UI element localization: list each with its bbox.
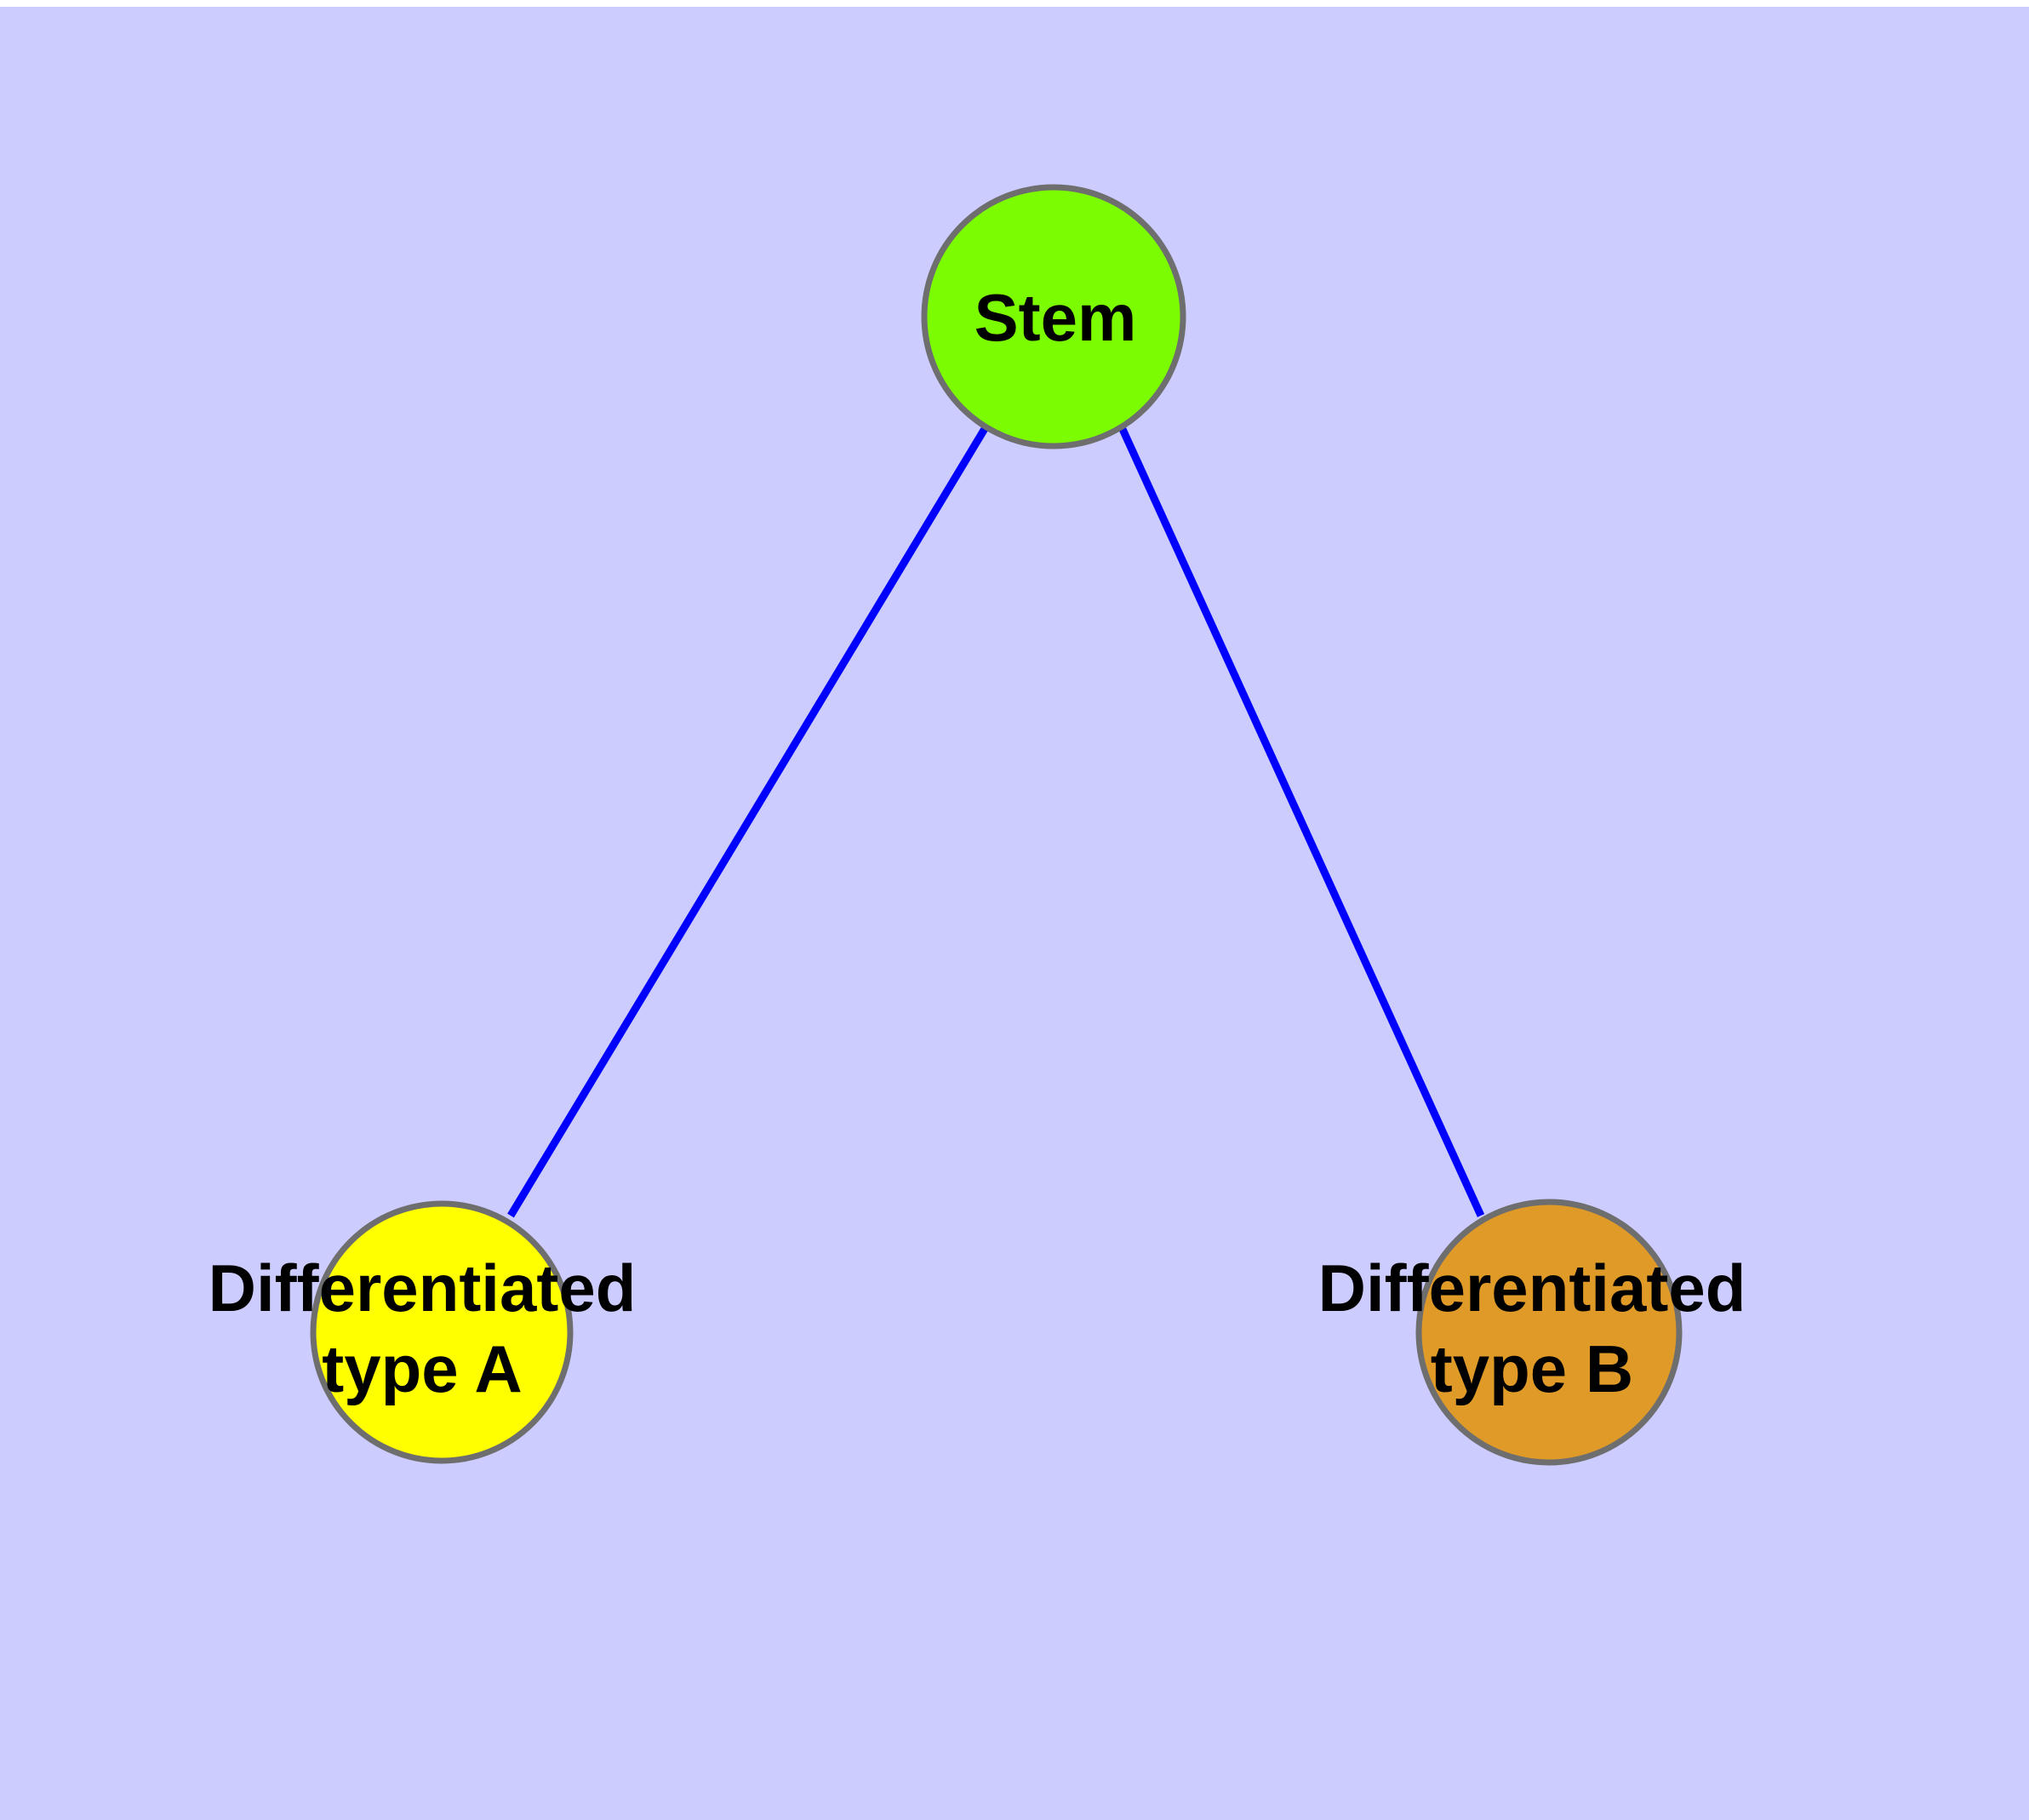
edge-stem-to-differentiated-type-a[interactable] [507,425,989,1218]
node-label-differentiated-type-b-line2: type B [1431,1331,1633,1406]
node-label-stem: Stem [974,280,1137,355]
node-circle-differentiated-type-b[interactable] [1415,1199,1683,1466]
node-label-differentiated-type-a-line1: Differentiated [209,1251,637,1325]
node-layer [310,184,1683,1466]
edge-layer [507,425,1485,1218]
node-label-differentiated-type-a-line2: type A [322,1331,523,1406]
node-circle-differentiated-type-a[interactable] [310,1200,574,1464]
node-label-differentiated-type-b-line1: Differentiated [1318,1251,1746,1325]
label-layer: Stem Differentiated type A Differentiate… [209,280,1746,1406]
node-circle-stem[interactable] [921,184,1186,449]
edge-stem-to-differentiated-type-b[interactable] [1117,426,1485,1217]
